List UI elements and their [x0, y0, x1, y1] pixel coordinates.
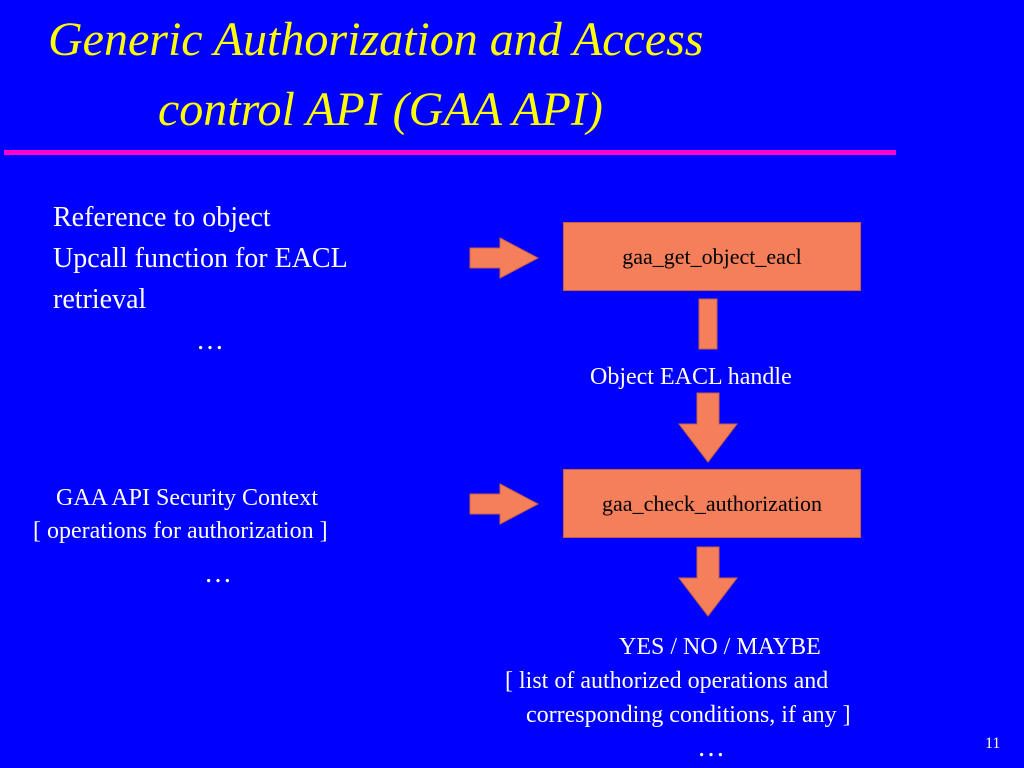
- input-reference-to-object: Reference to object: [53, 202, 271, 233]
- box-gaa-check-authorization-label: gaa_check_authorization: [602, 490, 822, 516]
- result-yes-no-maybe: YES / NO / MAYBE: [619, 634, 821, 660]
- connector-bar: [698, 298, 718, 350]
- input-retrieval: retrieval: [53, 284, 147, 315]
- down-arrow-to-result: [677, 546, 739, 617]
- input-upcall-function: Upcall function for EACL: [53, 243, 348, 274]
- input-bottom-ellipsis: …: [204, 558, 236, 589]
- input-security-context: GAA API Security Context: [56, 485, 318, 511]
- down-arrow-to-check: [677, 392, 739, 463]
- right-arrow-bottom: [469, 483, 540, 525]
- object-eacl-handle-label: Object EACL handle: [590, 364, 792, 390]
- result-ellipsis: …: [697, 732, 729, 763]
- slide-title-line2: control API (GAA API): [158, 83, 603, 136]
- slide-title-line1: Generic Authorization and Access: [48, 13, 704, 66]
- box-gaa-get-object-eacl-label: gaa_get_object_eacl: [622, 243, 802, 269]
- result-authorized-operations: [ list of authorized operations and: [505, 668, 829, 694]
- right-arrow-top: [469, 237, 540, 279]
- title-divider: [4, 150, 896, 155]
- input-operations-for-authorization: [ operations for authorization ]: [33, 518, 328, 544]
- result-conditions: corresponding conditions, if any ]: [526, 702, 851, 728]
- input-top-ellipsis: …: [196, 325, 228, 356]
- page-number: 11: [985, 735, 1001, 752]
- box-gaa-get-object-eacl: gaa_get_object_eacl: [563, 222, 861, 291]
- box-gaa-check-authorization: gaa_check_authorization: [563, 469, 861, 538]
